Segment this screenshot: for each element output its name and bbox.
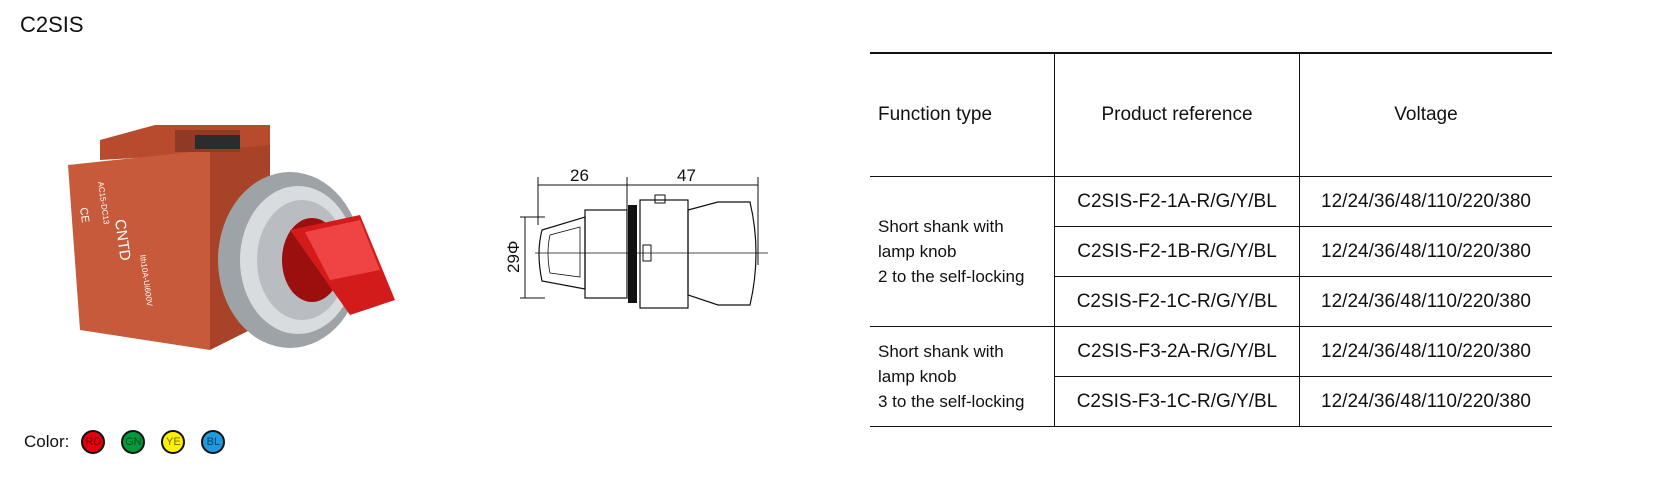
knob-inner (547, 226, 581, 278)
page-title: C2SIS (20, 12, 84, 37)
function-line: 3 to the self-locking (878, 392, 1025, 411)
function-line: Short shank with (878, 342, 1004, 361)
function-line: lamp knob (878, 242, 957, 261)
table-row: C2SIS-F3-1C-R/G/Y/BL 12/24/36/48/110/220… (870, 376, 1552, 427)
color-dot-green: GN (121, 430, 146, 454)
body-profile (639, 199, 689, 309)
reference-cell: C2SIS-F2-1C-R/G/Y/BL (1054, 276, 1300, 327)
bezel-profile (584, 209, 628, 299)
voltage-cell: 12/24/36/48/110/220/380 (1299, 226, 1552, 277)
product-photo: CNTD AC15-DC13 Ith10A-Ui600V CE (68, 125, 395, 350)
header-function-type: Function type (870, 52, 1055, 177)
housing-front (68, 150, 210, 350)
ce-mark: CE (77, 207, 91, 224)
function-line: Short shank with (878, 217, 1004, 236)
knob-lever-highlight (305, 220, 380, 280)
voltage-cell: 12/24/36/48/110/220/380 (1299, 376, 1552, 427)
dimension-drawing: 26 47 29Φ (504, 166, 768, 309)
table-header-row: Function type Product reference Voltage (870, 52, 1552, 177)
table-row: C2SIS-F2-1C-R/G/Y/BL 12/24/36/48/110/220… (870, 276, 1552, 327)
knob-outline (538, 216, 586, 290)
color-label: Color: (24, 432, 70, 451)
color-dot-yellow: YE (161, 430, 186, 454)
dim-a-label: 26 (570, 166, 589, 185)
voltage-cell: 12/24/36/48/110/220/380 (1299, 326, 1552, 377)
panel-plate (628, 205, 637, 303)
spec-table: Function type Product reference Voltage … (870, 52, 1552, 427)
dim-b-label: 47 (677, 166, 696, 185)
color-dot-blue: BL (201, 430, 226, 454)
body-clip-top (654, 194, 666, 204)
function-type-cell: Short shank with lamp knob 2 to the self… (870, 176, 1055, 327)
reference-cell: C2SIS-F2-1B-R/G/Y/BL (1054, 226, 1300, 277)
table-row: Short shank with lamp knob 2 to the self… (870, 176, 1552, 327)
function-line: lamp knob (878, 367, 957, 386)
voltage-cell: 12/24/36/48/110/220/380 (1299, 176, 1552, 227)
color-legend: Color: RD GN YE BL (24, 430, 241, 454)
header-voltage: Voltage (1299, 52, 1552, 177)
function-type-cell: Short shank with lamp knob 3 to the self… (870, 326, 1055, 427)
housing-screw (195, 135, 240, 149)
reference-cell: C2SIS-F3-1C-R/G/Y/BL (1054, 376, 1300, 427)
body-clip-mid (642, 244, 652, 262)
table-row: Short shank with lamp knob 3 to the self… (870, 326, 1552, 427)
voltage-cell: 12/24/36/48/110/220/380 (1299, 276, 1552, 327)
reference-cell: C2SIS-F3-2A-R/G/Y/BL (1054, 326, 1300, 377)
header-product-reference: Product reference (1054, 52, 1300, 177)
reference-cell: C2SIS-F2-1A-R/G/Y/BL (1054, 176, 1300, 227)
contact-block-profile (687, 201, 757, 306)
dim-dia-label: 29Φ (504, 241, 523, 273)
color-dot-red: RD (81, 430, 106, 454)
table-row: C2SIS-F2-1B-R/G/Y/BL 12/24/36/48/110/220… (870, 226, 1552, 277)
function-line: 2 to the self-locking (878, 267, 1025, 286)
brand-label: CNTD (111, 218, 134, 262)
